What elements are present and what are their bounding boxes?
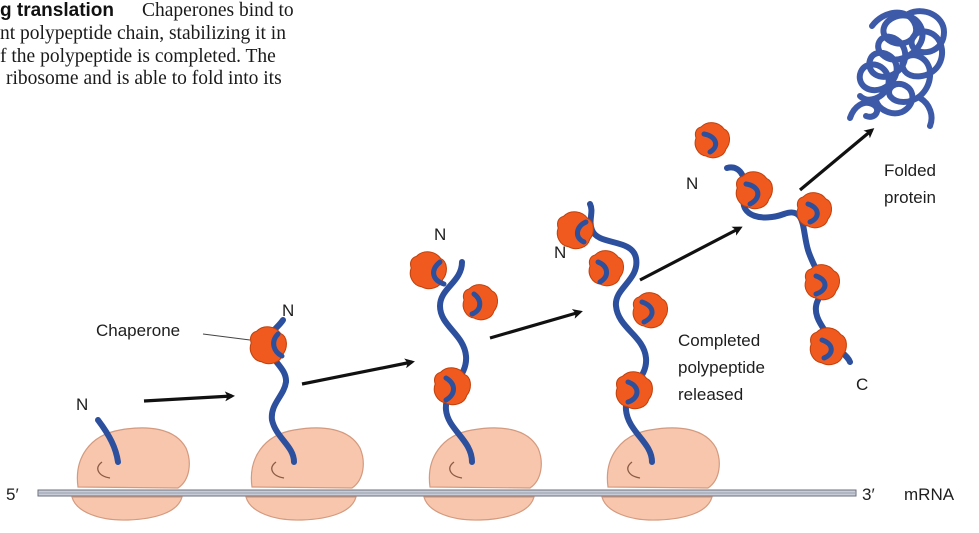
chaperone-leader-line [203, 334, 250, 340]
arrow-2 [302, 362, 412, 384]
folded-label-line-1: Folded [884, 161, 936, 180]
completed-label-line-2: polypeptide [678, 358, 765, 377]
arrow-3 [490, 312, 580, 338]
mrna-strand [38, 490, 856, 496]
completed-label-line-1: Completed [678, 331, 760, 350]
ribosome-2 [246, 428, 363, 520]
n-terminus-label-1: N [76, 395, 88, 414]
n-terminus-label-2: N [282, 301, 294, 320]
folded-label-line-2: protein [884, 188, 936, 207]
completed-label-line-3: released [678, 385, 743, 404]
folded-protein [850, 11, 944, 126]
c-terminus-label: C [856, 375, 868, 394]
ribosome-4 [602, 428, 719, 520]
ribosome-1 [72, 428, 189, 520]
three-prime-label: 3′ [862, 485, 875, 504]
n-terminus-label-5: N [686, 174, 698, 193]
arrow-4 [640, 228, 740, 280]
ribosome-3 [424, 428, 541, 520]
mrna-label: mRNA [904, 485, 955, 504]
arrow-1 [144, 396, 232, 401]
polypeptide-4 [590, 204, 652, 462]
five-prime-label: 5′ [6, 485, 19, 504]
arrow-5 [800, 130, 872, 190]
n-terminus-label-4: N [554, 243, 566, 262]
n-terminus-label-3: N [434, 225, 446, 244]
chaperone-label: Chaperone [96, 321, 180, 340]
